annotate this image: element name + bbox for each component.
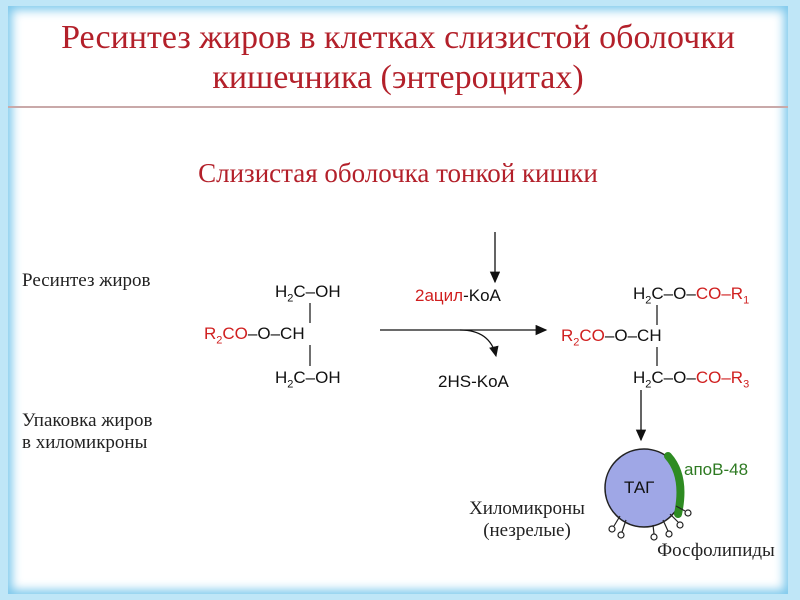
chylomicron-name: Хиломикроны (незрелые)	[452, 498, 602, 542]
reactant-middle-group: R2CO–O–CH	[204, 324, 305, 347]
label-packaging-line-1: Упаковка жиров	[22, 410, 153, 431]
reactant-top-group: H2C–OH	[275, 282, 341, 305]
chylomicron-name-line-1: Хиломикроны	[469, 498, 585, 519]
product-top-group: H2C–O–CO–R1	[633, 284, 750, 307]
reagent-hs-koa: 2HS-KoA	[438, 372, 509, 391]
reagent-acyl-koa: 2ацил-KoA	[415, 286, 501, 305]
phospholipids-label: Фосфолипиды	[657, 540, 775, 561]
title-line-2: кишечника (энтероцитах)	[212, 59, 584, 96]
chylomicron-name-line-2: (незрелые)	[483, 520, 571, 541]
title-line-1: Ресинтез жиров в клетках слизистой оболо…	[61, 19, 735, 56]
hs-koa-arrow	[459, 329, 499, 358]
reaction-graphics	[309, 232, 692, 541]
title-divider	[8, 106, 788, 108]
phospholipid-markers	[608, 505, 692, 541]
reactant-bottom-group: H2C–OH	[275, 368, 341, 391]
label-resynthesis: Ресинтез жиров	[22, 270, 151, 291]
product-bottom-group: H2C–O–CO–R3	[633, 368, 750, 391]
product-middle-group: R2CO–O–CH	[561, 326, 662, 349]
subtitle: Слизистая оболочка тонкой кишки	[198, 158, 598, 188]
apo-b48-label: апоВ-48	[684, 460, 749, 479]
label-packaging: Упаковка жиров в хиломикроны	[22, 410, 153, 454]
label-packaging-line-2: в хиломикроны	[22, 432, 148, 453]
slide: Ресинтез жиров в клетках слизистой оболо…	[8, 6, 788, 594]
tag-core-label: ТАГ	[624, 478, 655, 497]
slide-title: Ресинтез жиров в клетках слизистой оболо…	[8, 18, 788, 98]
chylomicron-sphere	[604, 448, 692, 541]
